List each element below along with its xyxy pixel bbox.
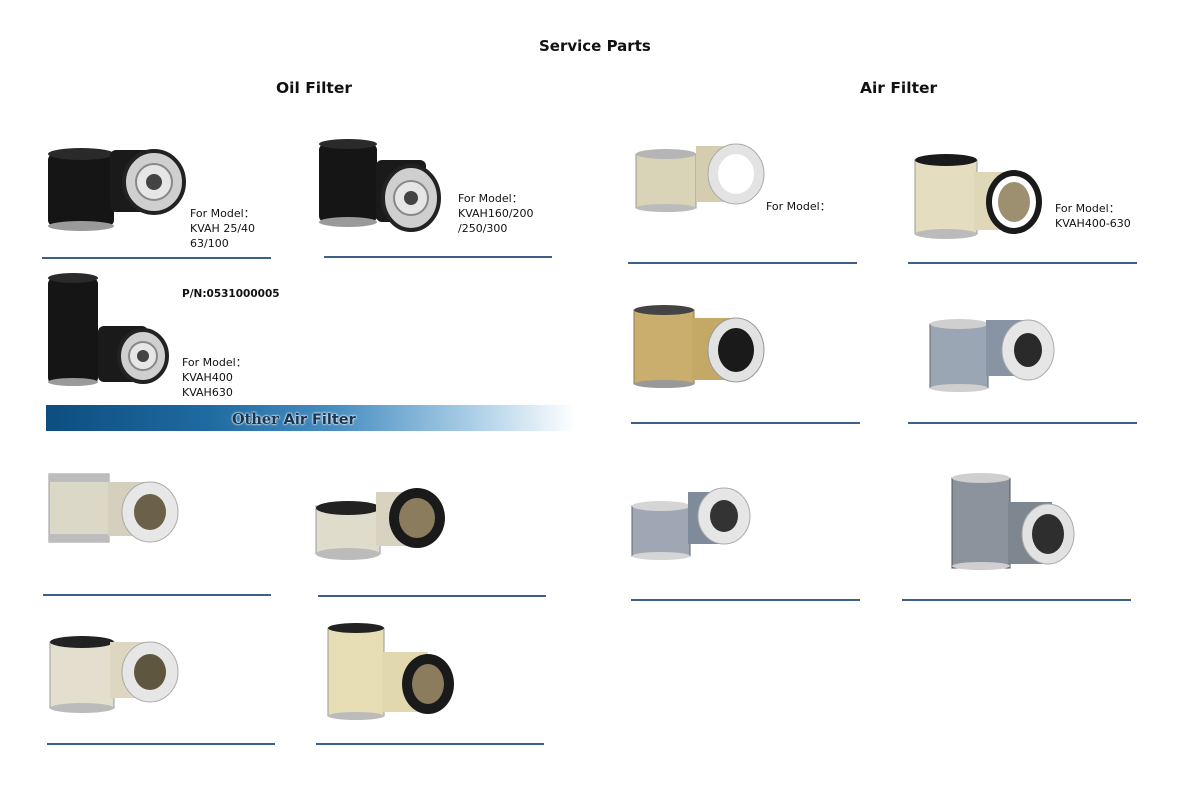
caption-line: KVAH400-630 [1055,217,1131,230]
caption-line: For Model： [1055,202,1120,215]
banner-word-air-filter: Air Filter [283,412,356,428]
air-filter-heading: Air Filter [860,79,938,97]
part-number: P/N:0531000005 [182,288,280,300]
oil-filter-image-1 [48,148,186,231]
other-air-filter-image-4 [327,623,454,720]
caption-line: KVAH160/200 [458,207,534,220]
oil-filter-image-3 [48,273,169,386]
divider-rule [908,422,1137,424]
air-filter-image-5 [631,487,751,560]
banner-title: Other Air Filter [232,411,356,428]
other-air-filter-banner [46,405,576,431]
other-air-filter-image-2 [315,488,445,560]
air-filter-image-3 [633,305,765,388]
air-filter-image-2 [914,154,1042,239]
banner-word-other: Other [232,411,279,428]
divider-rule [631,422,860,424]
divider-rule [631,599,860,601]
oil-filter-caption-1: For Model： KVAH 25/40 63/100 [190,206,255,251]
oil-filter-heading: Oil Filter [276,79,352,97]
caption-line: For Model： [182,356,247,369]
caption-line: For Model： [458,192,523,205]
oil-filter-caption-2: For Model： KVAH160/200 /250/300 [458,191,534,236]
caption-line: /250/300 [458,222,508,235]
air-filter-caption-1: For Model： [766,199,831,214]
air-filter-image-4 [929,319,1055,392]
divider-rule [908,262,1137,264]
caption-line: For Model： [190,207,255,220]
divider-rule [43,594,271,596]
caption-line: 63/100 [190,237,229,250]
divider-rule [902,599,1131,601]
caption-line: For Model： [766,200,831,213]
caption-line: KVAH630 [182,386,233,399]
caption-line: KVAH 25/40 [190,222,256,235]
air-filter-caption-2: For Model： KVAH400-630 [1055,201,1131,231]
other-air-filter-image-1 [48,473,179,543]
divider-rule [316,743,544,745]
caption-line: KVAH400 [182,371,233,384]
page-title: Service Parts [539,37,651,55]
other-air-filter-image-3 [49,636,179,713]
divider-rule [47,743,275,745]
air-filter-image-6 [951,473,1075,570]
divider-rule [324,256,552,258]
air-filter-image-1 [635,143,765,212]
divider-rule [318,595,546,597]
oil-filter-caption-3: For Model： KVAH400 KVAH630 [182,355,247,400]
oil-filter-image-2 [319,139,441,232]
divider-rule [42,257,271,259]
divider-rule [628,262,857,264]
